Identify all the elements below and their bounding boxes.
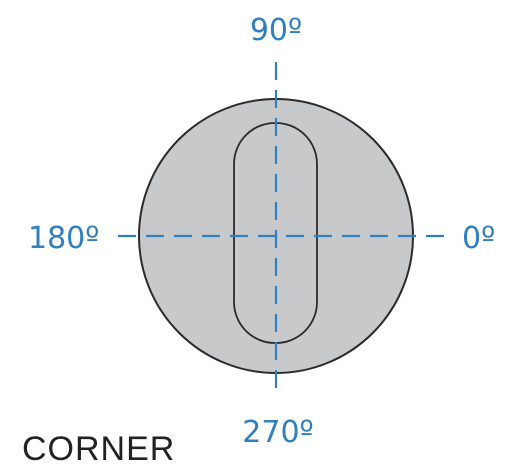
corner-label: CORNER	[22, 430, 176, 468]
label-270: 270º	[242, 415, 313, 450]
label-0: 0º	[462, 221, 495, 256]
label-90: 90º	[250, 13, 302, 48]
label-180: 180º	[28, 221, 99, 256]
rotation-diagram: 90º 180º 0º 270º	[28, 13, 495, 450]
